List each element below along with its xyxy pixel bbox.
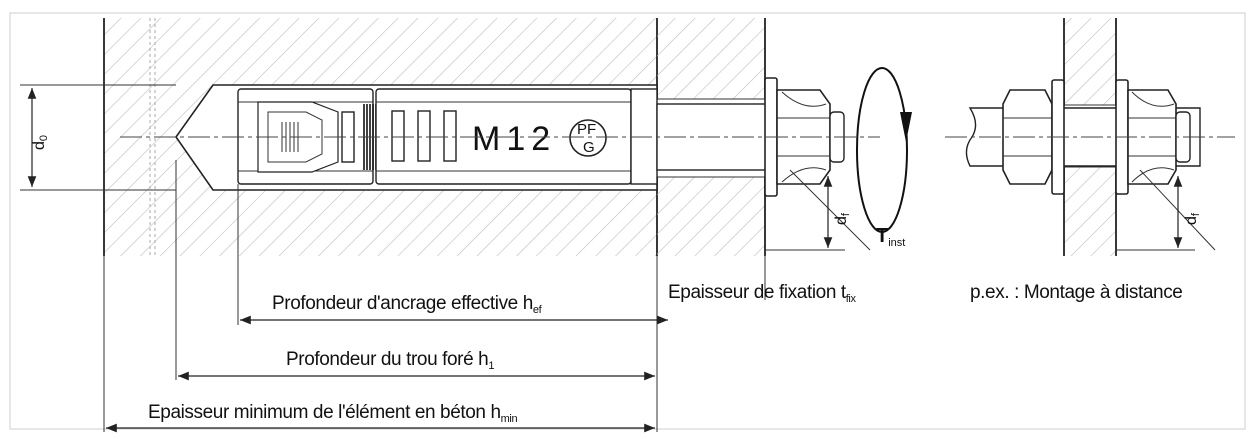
anchor-size-marking: M12 — [472, 120, 556, 158]
tfix-label: Epaisseur de fixation tfix — [668, 282, 856, 305]
hmin-label: Epaisseur minimum de l'élément en béton … — [148, 402, 517, 425]
pfg-logo: PF G — [569, 119, 607, 157]
standoff-installation-view — [945, 18, 1235, 256]
h1-label: Profondeur du trou foré h1 — [286, 349, 494, 372]
hef-label: Profondeur d'ancrage effective hef — [272, 293, 543, 316]
df-label-main: df — [833, 212, 852, 225]
d0-label: d0 — [31, 135, 50, 150]
standoff-label: p.ex. : Montage à distance — [970, 282, 1182, 303]
pfg-logo-top: PF — [577, 121, 596, 138]
torque-arrow-icon — [856, 67, 912, 233]
torque-label: Tinst — [876, 225, 905, 249]
d0-dimension — [20, 84, 176, 191]
df-label-standoff: df — [1183, 212, 1202, 225]
df-dimension-main — [765, 169, 871, 251]
pfg-logo-bottom: G — [583, 139, 595, 156]
extension-lines — [103, 160, 766, 432]
